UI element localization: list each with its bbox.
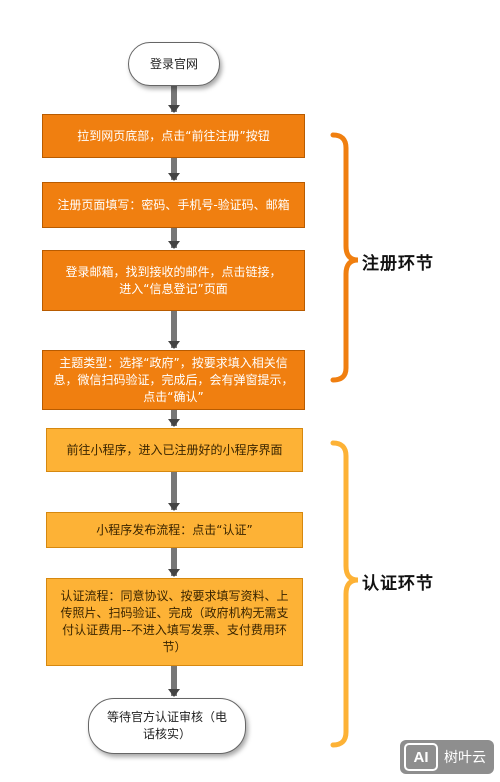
step-2-label: 注册页面填写：密码、手机号-验证码、邮箱 [57,197,290,212]
step-6-label: 小程序发布流程：点击“认证” [96,522,253,537]
step-1-label: 拉到网页底部，点击“前往注册”按钮 [77,128,270,143]
step-4-node: 主题类型：选择“政府”，按要求填入相关信息，微信扫码验证，完成后，会有弹窗提示，… [42,350,305,410]
watermark-text: 树叶云 [444,750,486,766]
step-7-label: 认证流程：同意协议、按要求填写资料、上传照片、扫码验证、完成（政府机构无需支付认… [60,589,289,654]
step-4-label: 主题类型：选择“政府”，按要求填入相关信息，微信扫码验证，完成后，会有弹窗提示，… [53,355,294,404]
watermark-logo-icon: AI [404,743,438,771]
flow-arrowheads [168,105,180,697]
registration-group-label: 注册环节 [362,254,434,274]
start-node-label: 登录官网 [149,56,198,71]
watermark: AI 树叶云 [400,740,494,774]
end-node: 等待官方认证审核（电话核实） [88,698,246,754]
step-5-node: 前往小程序，进入已注册好的小程序界面 [46,428,303,472]
step-6-node: 小程序发布流程：点击“认证” [46,512,303,548]
step-3-label: 登录邮箱，找到接收的邮件，点击链接，进入“信息登记”页面 [65,264,282,296]
step-2-node: 注册页面填写：密码、手机号-验证码、邮箱 [42,182,305,228]
end-node-label: 等待官方认证审核（电话核实） [106,710,227,741]
certification-group-label: 认证环节 [362,574,434,594]
step-7-node: 认证流程：同意协议、按要求填写资料、上传照片、扫码验证、完成（政府机构无需支付认… [46,578,303,666]
start-node: 登录官网 [128,42,220,86]
step-3-node: 登录邮箱，找到接收的邮件，点击链接，进入“信息登记”页面 [42,250,305,311]
step-1-node: 拉到网页底部，点击“前往注册”按钮 [42,114,305,158]
certification-bracket [330,440,359,748]
step-5-label: 前往小程序，进入已注册好的小程序界面 [66,442,283,457]
registration-bracket [330,132,359,383]
